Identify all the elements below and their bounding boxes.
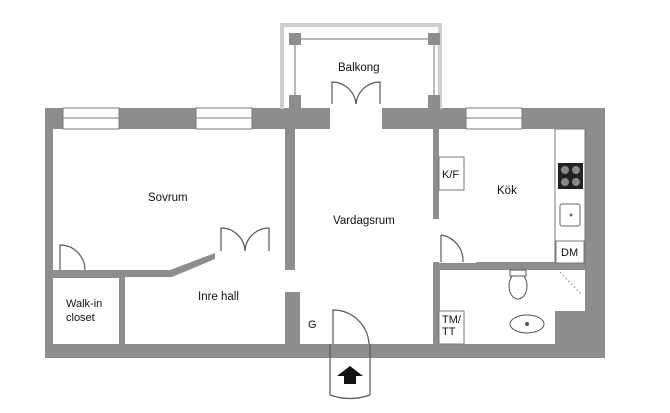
label-dm: DM (561, 247, 579, 259)
doors (59, 81, 464, 400)
label-balkong: Balkong (338, 62, 380, 74)
label-sovrum: Sovrum (148, 192, 188, 204)
entrance-arrow-icon (337, 366, 363, 384)
floors (53, 129, 585, 344)
label-g: G (308, 319, 317, 331)
kitchen-fittings (438, 128, 586, 264)
label-tm-2: TT (442, 326, 456, 338)
partitions (53, 129, 585, 344)
balcony (280, 23, 442, 130)
label-walk-in-1: Walk-in (66, 298, 103, 310)
label-walk-in-2: closet (66, 312, 95, 324)
label-kf: K/F (442, 169, 460, 181)
bathroom-fittings (438, 269, 583, 345)
label-kok: Kök (497, 185, 517, 197)
label-inre-hall: Inre hall (198, 291, 239, 303)
stove-icon (558, 163, 583, 189)
label-vardagsrum: Vardagsrum (333, 215, 395, 227)
toilet-icon (508, 272, 528, 300)
label-tm-1: TM/ (442, 314, 461, 326)
